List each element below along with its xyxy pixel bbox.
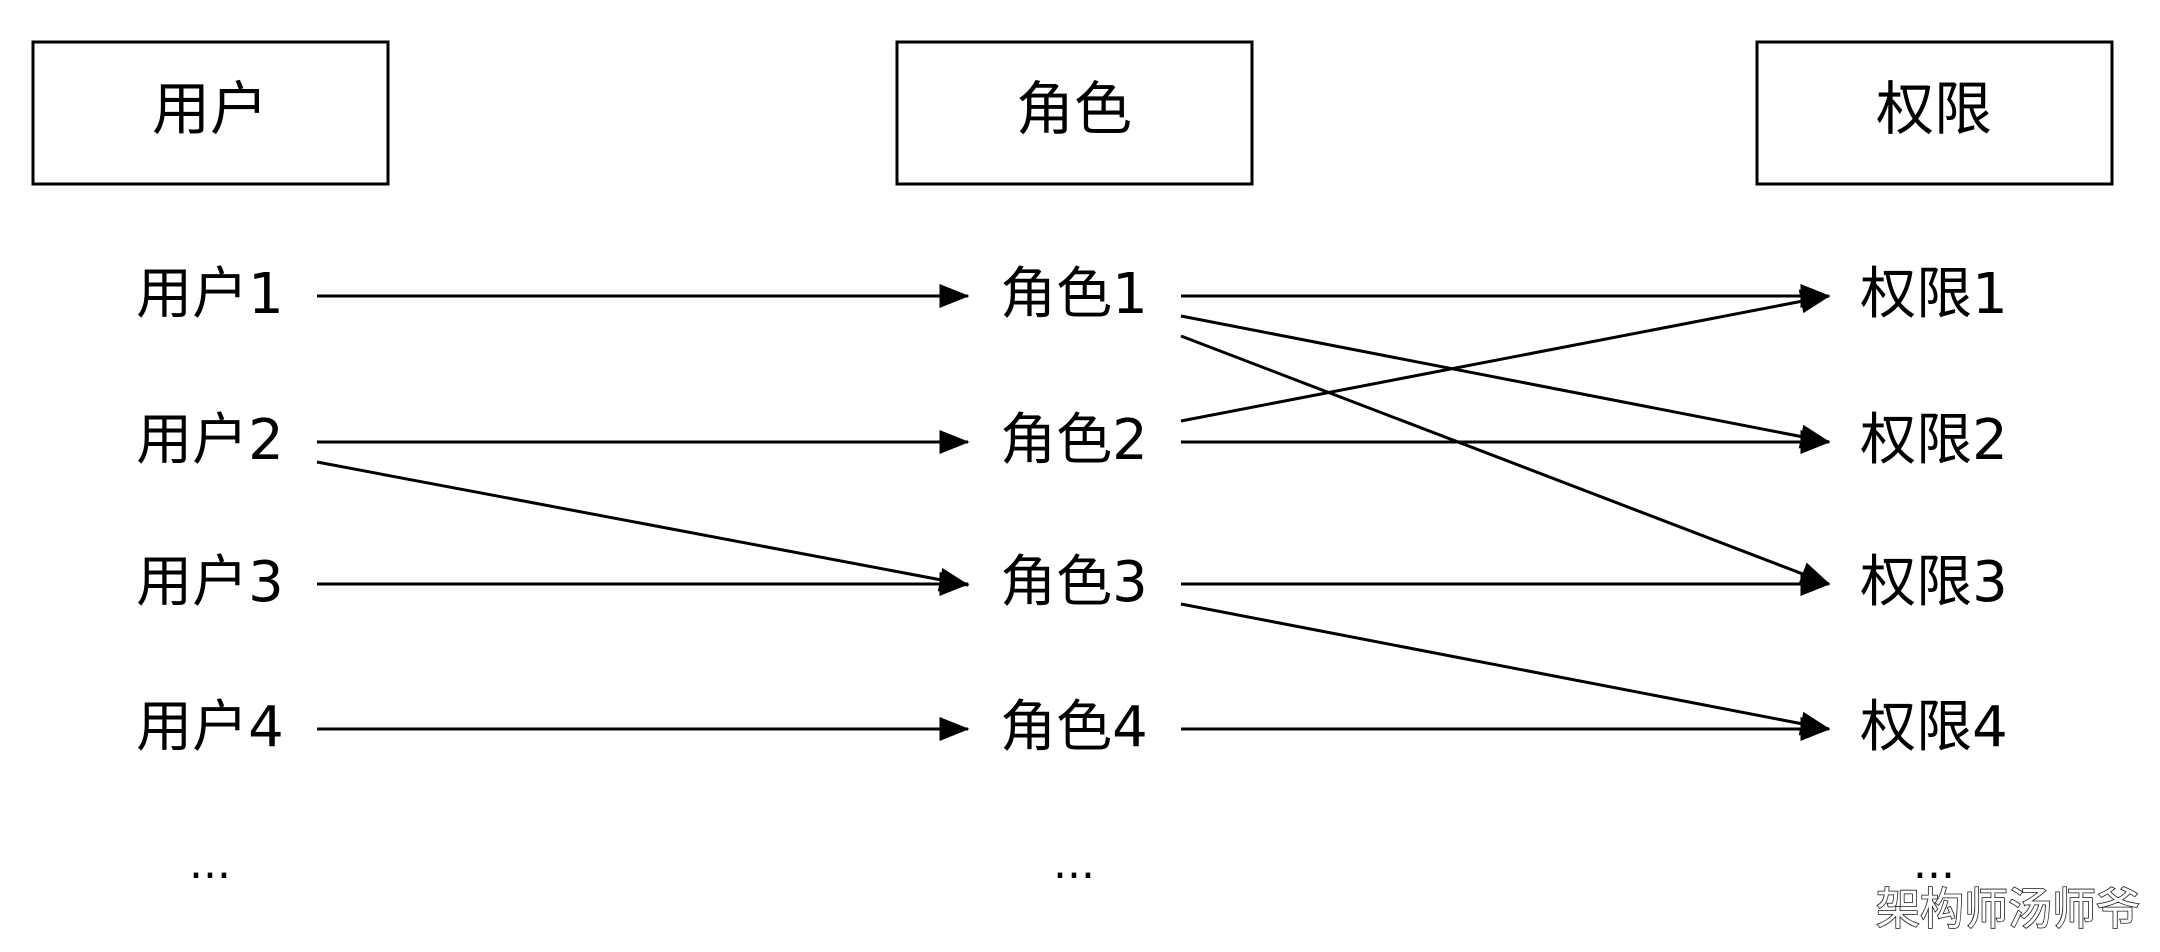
users-column: 用户1 用户2 用户3 用户4 ... — [136, 262, 284, 889]
header-permissions-label: 权限 — [1876, 75, 1992, 143]
role-node-3: 角色3 — [1000, 550, 1148, 615]
user-node-2: 用户2 — [136, 408, 284, 473]
permission-node-1: 权限1 — [1860, 262, 2008, 327]
edge-role1-perm3 — [1180, 334, 1831, 586]
roles-ellipsis: ... — [1053, 838, 1095, 889]
header-users: 用户 — [31, 40, 390, 186]
edge-role1-perm2 — [1180, 314, 1831, 449]
header-roles-label: 角色 — [1016, 75, 1132, 143]
role-node-4: 角色4 — [1000, 695, 1148, 760]
edge-user2-role3 — [316, 460, 970, 592]
user-node-4: 用户4 — [136, 695, 284, 760]
watermark-text: 架构师汤师爷 — [1876, 884, 2140, 935]
user-node-1: 用户1 — [136, 262, 284, 327]
header-users-label: 用户 — [152, 75, 268, 143]
user-node-3: 用户3 — [136, 550, 284, 615]
edges-role-permission — [1180, 284, 1831, 741]
permissions-column: 权限1 权限2 权限3 权限4 ... — [1860, 262, 2008, 889]
edge-role2-perm1 — [1180, 289, 1831, 423]
permission-node-3: 权限3 — [1860, 550, 2008, 615]
edges-user-role — [316, 284, 970, 741]
role-node-2: 角色2 — [1000, 408, 1148, 473]
permission-node-4: 权限4 — [1860, 695, 2008, 760]
edge-role3-perm4 — [1180, 602, 1831, 736]
users-ellipsis: ... — [189, 838, 231, 889]
permissions-ellipsis: ... — [1913, 838, 1955, 889]
role-node-1: 角色1 — [1000, 262, 1148, 327]
header-permissions: 权限 — [1755, 40, 2114, 186]
header-roles: 角色 — [895, 40, 1254, 186]
roles-column: 角色1 角色2 角色3 角色4 ... — [1000, 262, 1148, 889]
permission-node-2: 权限2 — [1860, 408, 2008, 473]
